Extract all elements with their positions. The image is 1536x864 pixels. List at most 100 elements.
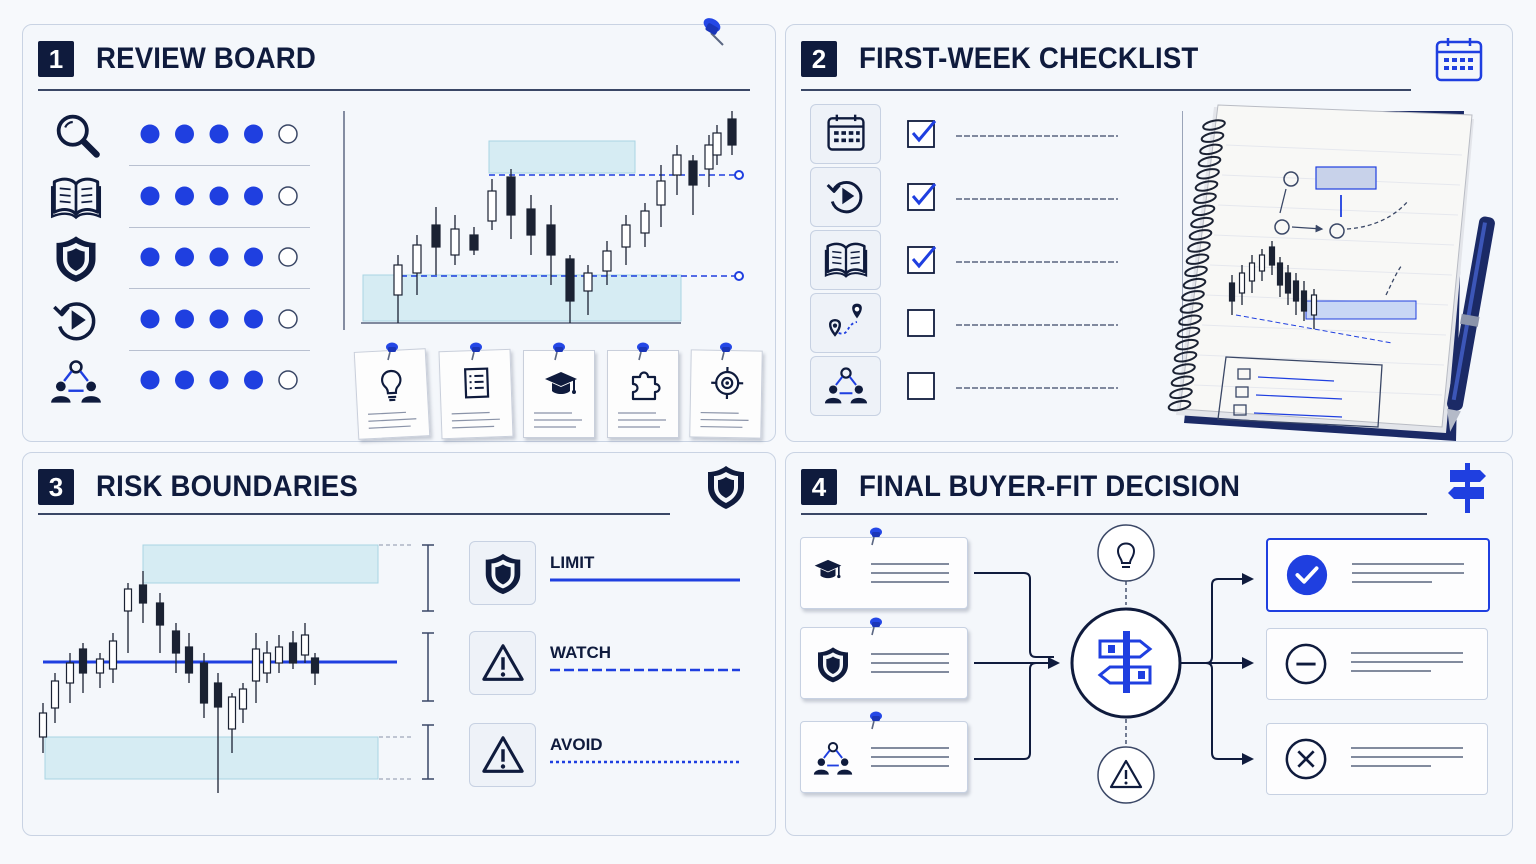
spiral-ring [1187, 241, 1211, 253]
dashed-task-line [956, 387, 1118, 389]
document-list-icon [463, 367, 489, 399]
spiral-ring [1182, 277, 1207, 290]
dashed-task-line [956, 261, 1118, 263]
candle-body [621, 224, 631, 248]
warning-icon [482, 736, 524, 773]
team-network-icon [813, 742, 853, 775]
risk-limit-icon-box [469, 541, 536, 605]
idea-node [1097, 524, 1155, 582]
warning-icon [482, 644, 524, 681]
row-divider [129, 288, 310, 289]
spiral-ring [1196, 168, 1220, 180]
lightbulb-icon [381, 369, 402, 402]
spiral-ring [1188, 229, 1213, 241]
rating-dots [140, 308, 298, 329]
rating-dots [140, 185, 298, 206]
risk-watch-icon-box [469, 631, 536, 695]
spiral-ring [1200, 131, 1225, 143]
final-decision-panel: 4 FINAL BUYER-FIT DECISION [785, 452, 1513, 836]
puzzle-icon [631, 371, 661, 401]
magnifier-icon [56, 114, 100, 158]
candle-body [656, 180, 666, 206]
decision-outcome-card[interactable] [1266, 723, 1488, 795]
rating-dots [140, 124, 298, 144]
spiral-ring [1169, 387, 1193, 400]
push-pin-icon [703, 18, 724, 46]
spiral-ring [1172, 363, 1196, 375]
candle-body [288, 642, 298, 664]
candle-body [78, 648, 88, 674]
decision-outcome-card[interactable] [1266, 628, 1488, 700]
push-pin-icon [720, 342, 732, 361]
note-lines [451, 411, 500, 429]
candle-body [138, 584, 148, 604]
idea-note-card [689, 349, 763, 439]
checklist-icon-box [810, 230, 881, 290]
candle-body [412, 244, 422, 274]
spiral-ring [1190, 216, 1214, 229]
candle-body [672, 154, 682, 176]
note-lines [534, 412, 582, 428]
divider [1182, 111, 1184, 411]
panel-title: FIRST-WEEK CHECKLIST [859, 42, 1199, 75]
dashed-task-line [956, 135, 1118, 137]
team-network-icon [51, 360, 101, 403]
spiral-ring [1193, 192, 1217, 204]
spiral-ring [1202, 119, 1226, 131]
push-pin-icon [636, 342, 649, 361]
candle-body [1248, 262, 1256, 282]
candle-body [704, 144, 714, 170]
candle-series [393, 111, 737, 323]
empty-checkbox[interactable] [906, 307, 938, 337]
candle-body [123, 588, 133, 612]
decision-outcome-card[interactable] [1266, 538, 1490, 612]
candle-body [526, 208, 536, 236]
dashed-task-line [956, 324, 1118, 326]
risk-avoid-label: AVOID [550, 735, 603, 754]
push-pin-icon [870, 711, 882, 730]
idea-note-card [606, 350, 679, 438]
checklist-icon-box [810, 356, 881, 416]
candle-body [487, 190, 497, 222]
candle-body [95, 658, 105, 674]
candle-body [431, 224, 441, 248]
card-text-lines [871, 747, 949, 767]
decision-input-card [800, 627, 968, 699]
candle-body [1292, 280, 1300, 302]
open-book-icon [824, 242, 868, 278]
resistance-marker [734, 170, 744, 180]
card-text-lines [1351, 652, 1463, 672]
minus-circle-icon [1285, 643, 1327, 685]
header-rule [38, 513, 670, 515]
candle-body [213, 682, 223, 708]
empty-checkbox[interactable] [906, 370, 938, 400]
panel-number-badge: 2 [801, 41, 837, 77]
candlestick-chart [343, 111, 744, 330]
risk-watch-label: WATCH [550, 643, 612, 662]
calendar-icon [827, 114, 865, 151]
panel-title: FINAL BUYER-FIT DECISION [859, 470, 1241, 503]
note-lines [367, 411, 417, 429]
decision-header: 4 FINAL BUYER-FIT DECISION [801, 469, 1273, 505]
checked-checkbox[interactable] [906, 118, 938, 148]
candle-body [238, 688, 248, 710]
candle-body [506, 176, 516, 216]
card-text-lines [1352, 563, 1464, 583]
graduation-cap-icon [545, 372, 577, 394]
risk-avoid-line [550, 760, 740, 764]
signpost-icon [1448, 463, 1486, 513]
candle-body [262, 652, 272, 674]
panel-title: RISK BOUNDARIES [96, 470, 358, 503]
panel-number-badge: 4 [801, 469, 837, 505]
x-circle-icon [1285, 738, 1327, 780]
notebook-illustration [1167, 104, 1495, 441]
checked-checkbox[interactable] [906, 244, 938, 274]
candle-body [546, 224, 556, 256]
decision-input-card [800, 721, 968, 793]
candle-body [688, 160, 698, 186]
card-text-lines [871, 653, 949, 673]
decision-flow [974, 524, 1254, 804]
checked-checkbox[interactable] [906, 181, 938, 211]
spiral-ring [1179, 302, 1204, 314]
check-circle-icon [1286, 554, 1328, 596]
